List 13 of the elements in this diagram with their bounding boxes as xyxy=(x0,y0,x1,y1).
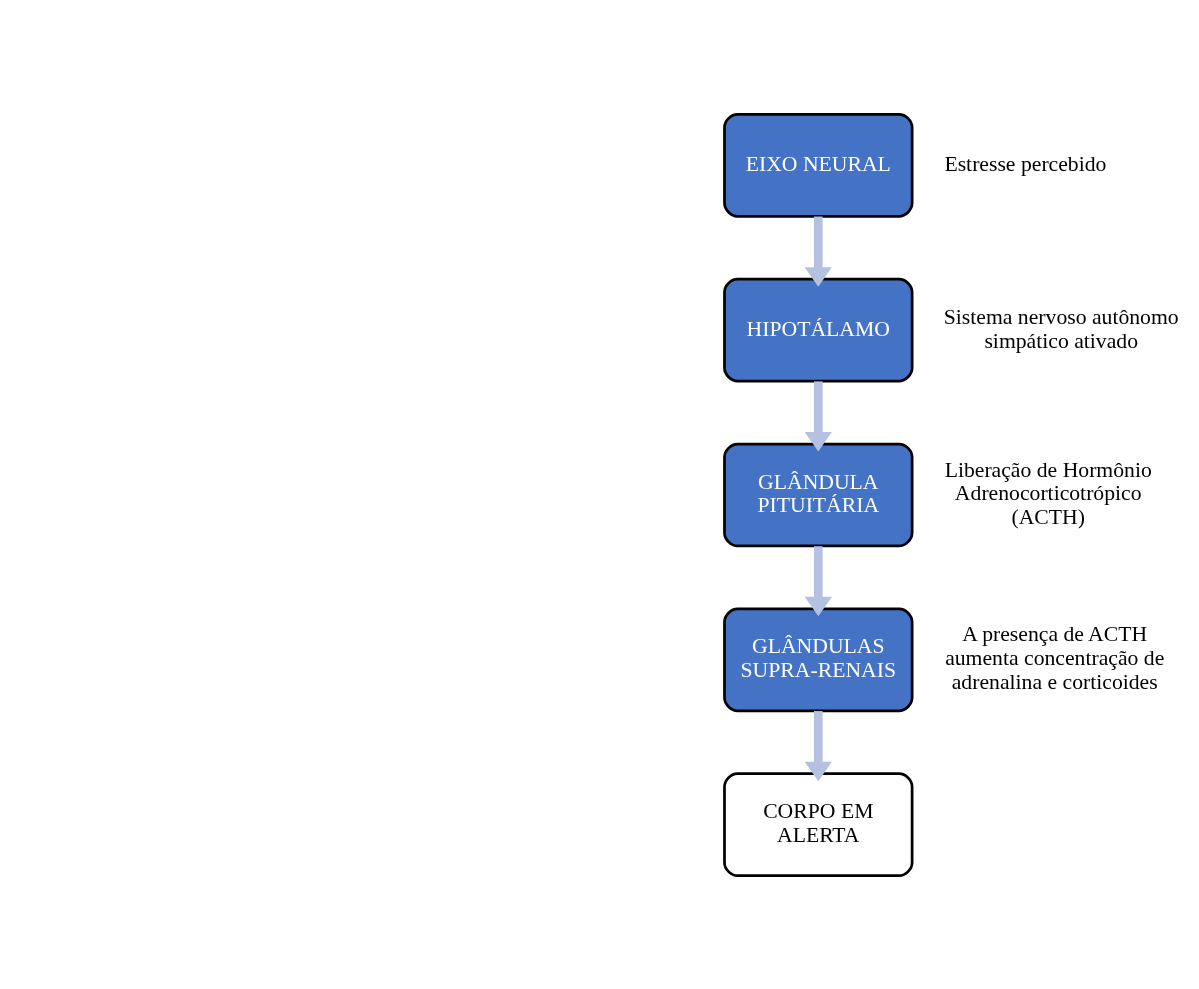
node-label: Liberação de Hormônio Adrenocorticotrópico (ACTH) xyxy=(944,457,1152,529)
arrow xyxy=(804,710,832,781)
node-box: HIPOTÁLAMO xyxy=(723,277,914,382)
arrow xyxy=(804,545,832,616)
node-label: Estresse percebido xyxy=(944,151,1107,176)
node-box: EIXO NEURAL xyxy=(723,112,914,218)
node-box: GLÂNDULA PITUITÁRIA xyxy=(723,442,914,547)
arrow xyxy=(804,380,832,451)
node-label: A presença de ACTH aumenta concentração de adrenalina e corticoides xyxy=(945,621,1165,694)
node-box: GLÂNDULAS SUPRA-RENAIS xyxy=(723,607,914,712)
node-box: CORPO EM ALERTA xyxy=(723,771,914,877)
node-label: Sistema nervoso autônomo simpático ativado xyxy=(943,304,1179,353)
arrow xyxy=(804,216,832,287)
